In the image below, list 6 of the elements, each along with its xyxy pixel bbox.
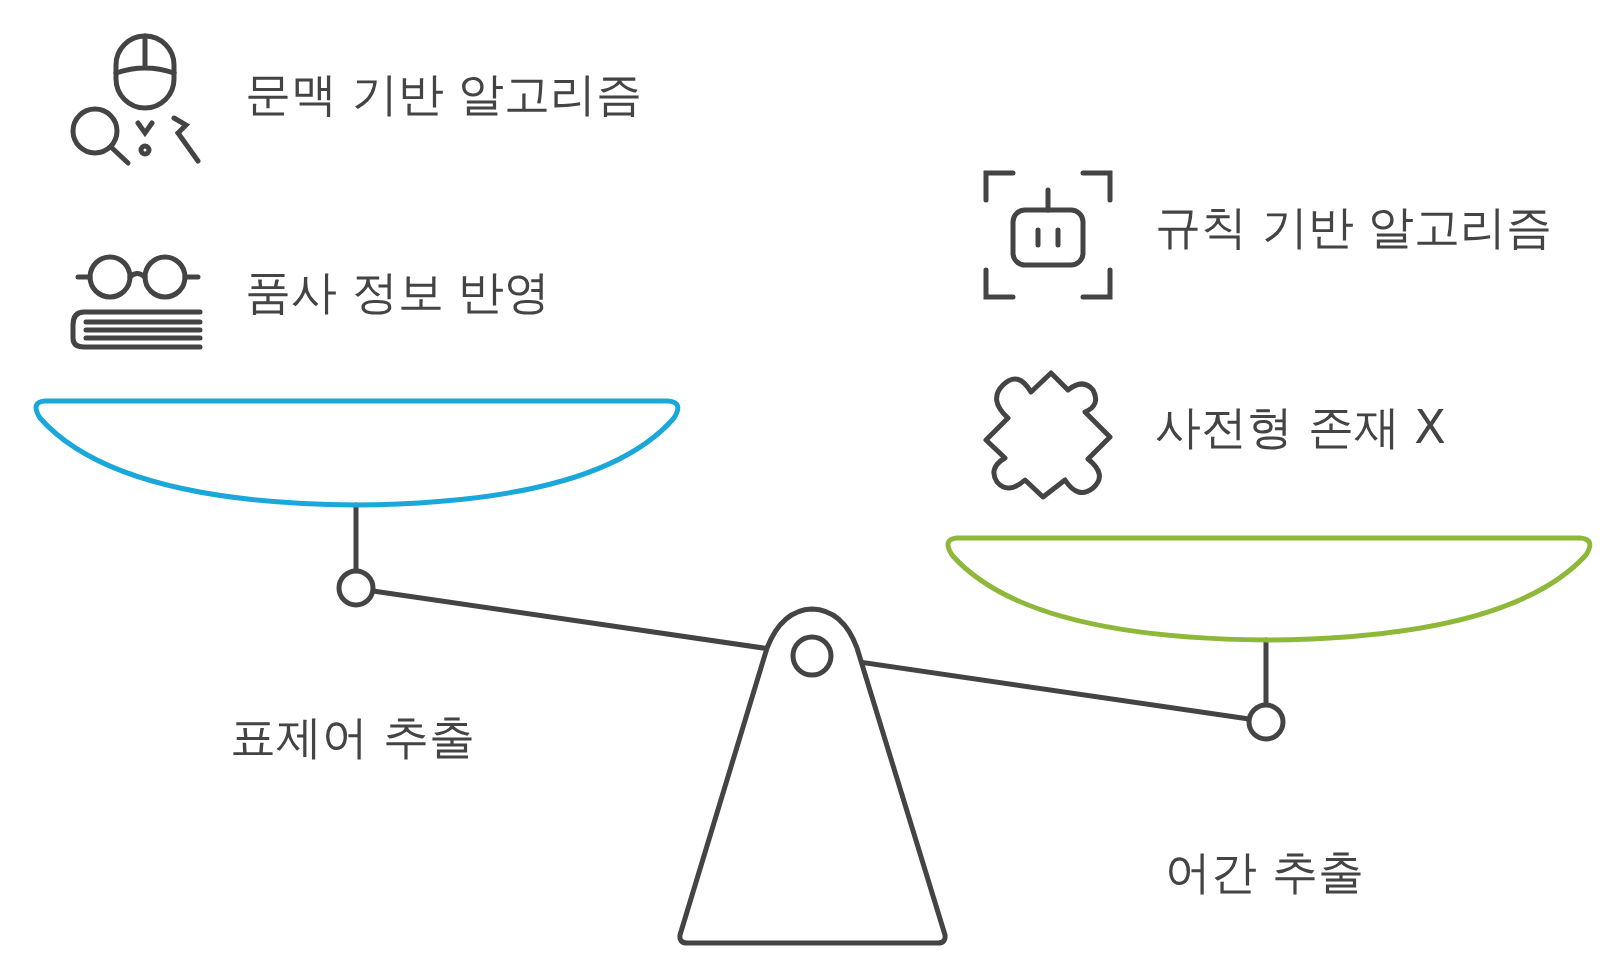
- label-text: 규칙 기반 알고리즘: [1155, 200, 1553, 256]
- label-text: 품사 정보 반영: [245, 265, 551, 321]
- label-text: 문맥 기반 알고리즘: [245, 67, 643, 123]
- label-text: 사전형 존재 X: [1155, 400, 1446, 456]
- label-text: 어간 추출: [1165, 845, 1364, 901]
- label-text: 표제어 추출: [230, 710, 475, 766]
